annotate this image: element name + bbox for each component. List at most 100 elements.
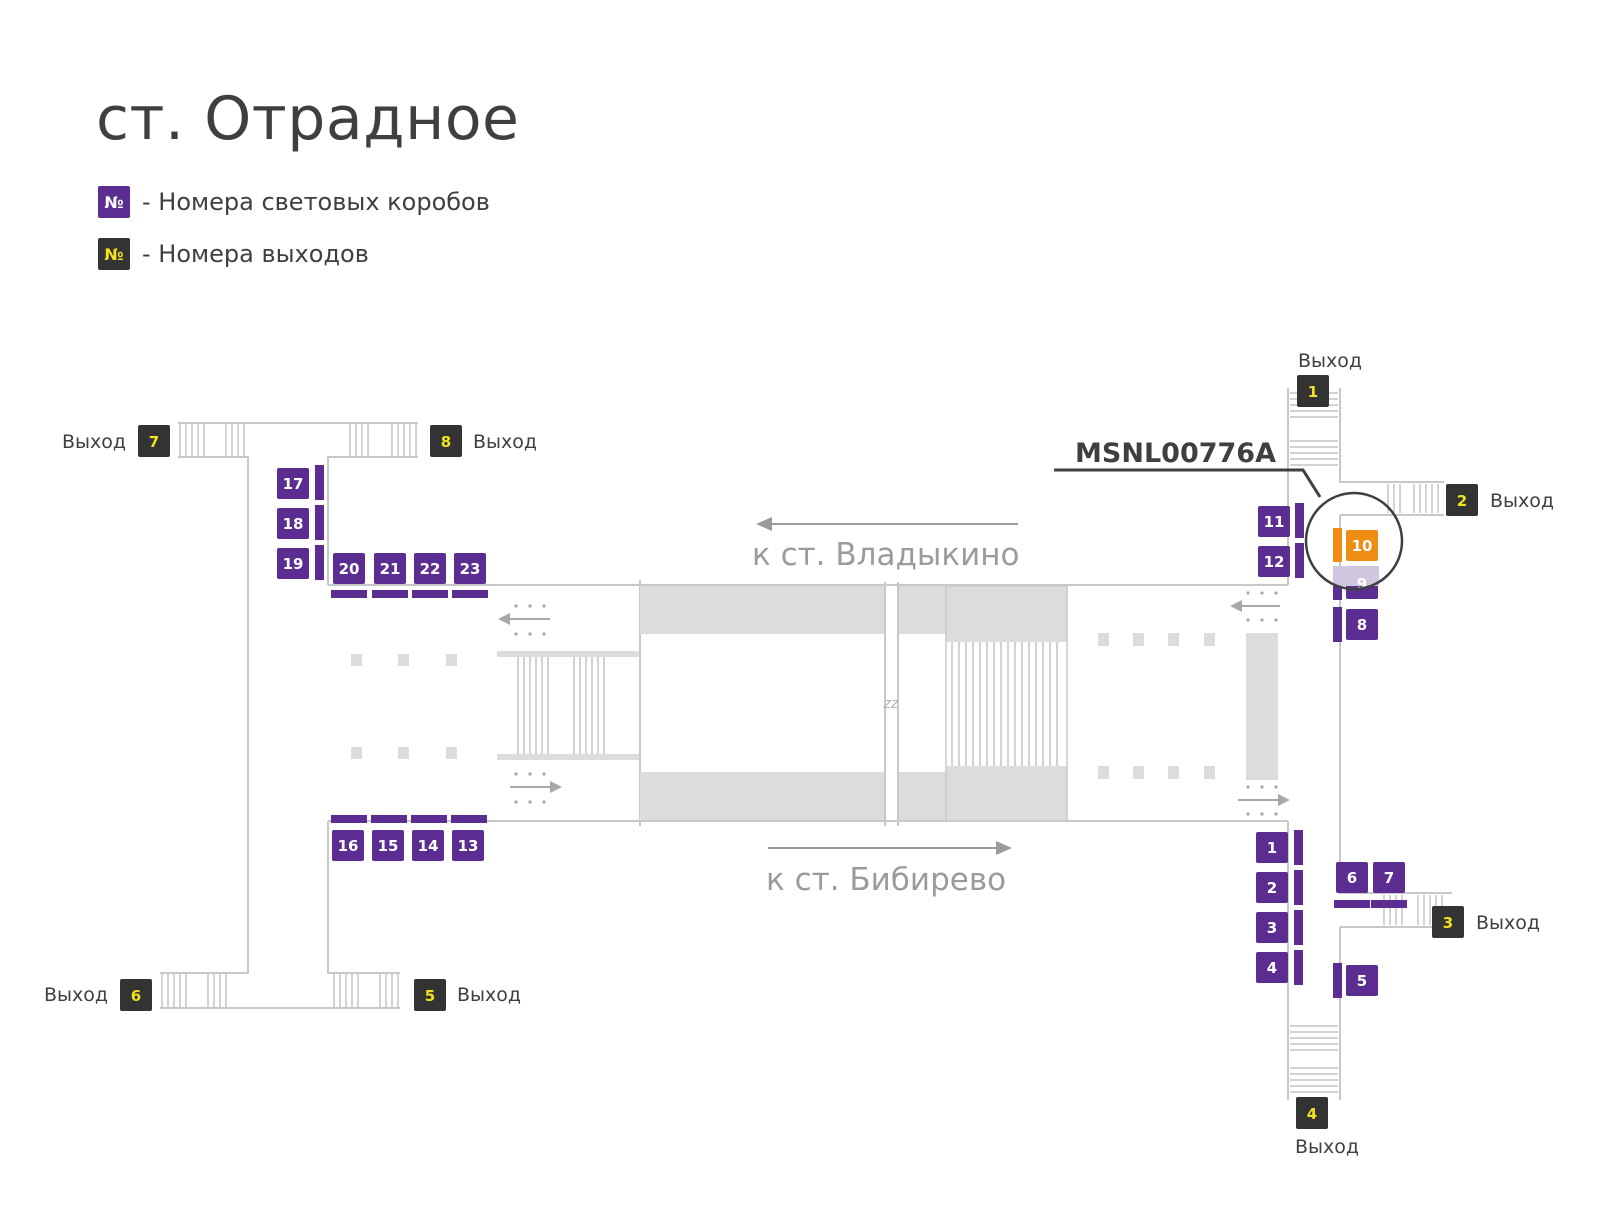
left-vestibule-walls [160, 422, 640, 1009]
svg-text:18: 18 [283, 515, 304, 533]
svg-text:3: 3 [1267, 919, 1277, 937]
exit-8-label: Выход [473, 431, 537, 453]
lightbox-14: 14 [411, 815, 447, 861]
svg-text:22: 22 [420, 560, 441, 578]
arrow-left-icon [756, 517, 772, 531]
direction-south: к ст. Бибирево [766, 841, 1012, 898]
legend-lightbox-label: - Номера световых коробов [142, 188, 490, 216]
exit-2: 2 Выход [1446, 484, 1554, 516]
legend-lightbox-symbol: № [98, 186, 130, 218]
legend-exit-label: - Номера выходов [142, 240, 369, 268]
stairs-exit-8 [349, 423, 417, 457]
lightbox-10-highlighted: 10 [1333, 528, 1378, 562]
lightbox-15: 15 [371, 815, 407, 861]
left-escalator [497, 651, 640, 760]
central-escalator [945, 585, 1068, 822]
exit-7-label: Выход [62, 431, 126, 453]
svg-text:7: 7 [149, 433, 159, 451]
direction-south-label: к ст. Бибирево [766, 862, 1006, 898]
track-break-mark: zz [883, 696, 899, 712]
exit-7: Выход 7 [62, 425, 170, 457]
svg-text:5: 5 [1357, 972, 1367, 990]
right-turnstile-arrows [1230, 591, 1290, 816]
exit-3: 3 Выход [1432, 906, 1540, 938]
stairs-exit-2 [1387, 484, 1439, 513]
lightbox-20: 20 [331, 553, 367, 598]
ad-callout: MSNL00776A [1054, 438, 1404, 591]
svg-text:4: 4 [1267, 959, 1277, 977]
exit-2-label: Выход [1490, 490, 1554, 512]
svg-text:10: 10 [1352, 537, 1373, 555]
svg-text:11: 11 [1264, 513, 1285, 531]
exit-4-label: Выход [1295, 1136, 1359, 1158]
exit-3-label: Выход [1476, 912, 1540, 934]
stairs-exit-5 [333, 973, 399, 1008]
svg-text:23: 23 [460, 560, 481, 578]
lightbox-13: 13 [451, 815, 487, 861]
svg-text:12: 12 [1264, 553, 1285, 571]
exit-8: 8 Выход [430, 425, 537, 457]
svg-text:8: 8 [441, 433, 451, 451]
direction-north-label: к ст. Владыкино [752, 537, 1019, 573]
svg-text:15: 15 [378, 837, 399, 855]
lightbox-6: 6 [1334, 862, 1370, 908]
svg-text:17: 17 [283, 475, 304, 493]
svg-text:21: 21 [380, 560, 401, 578]
right-hall-pillars [1098, 633, 1278, 780]
svg-text:7: 7 [1384, 869, 1394, 887]
exit-4: 4 Выход [1295, 1097, 1359, 1158]
lightbox-22: 22 [412, 553, 448, 598]
svg-text:16: 16 [338, 837, 359, 855]
svg-text:8: 8 [1357, 616, 1367, 634]
lightbox-19: 19 [277, 545, 324, 580]
lightbox-5: 5 [1333, 963, 1378, 998]
svg-text:20: 20 [339, 560, 360, 578]
svg-text:6: 6 [131, 987, 141, 1005]
svg-text:5: 5 [425, 987, 435, 1005]
svg-text:9: 9 [1357, 575, 1367, 593]
lightbox-18: 18 [277, 505, 324, 540]
stairs-exit-4 [1290, 1025, 1338, 1093]
lightbox-9-faded: 9 [1333, 566, 1379, 600]
lightbox-12: 12 [1258, 543, 1304, 578]
svg-text:1: 1 [1267, 839, 1277, 857]
lightbox-2: 2 [1256, 870, 1303, 905]
exit-5-label: Выход [457, 984, 521, 1006]
svg-text:2: 2 [1267, 879, 1277, 897]
lightbox-1: 1 [1256, 830, 1303, 865]
exit-6: Выход 6 [44, 979, 152, 1011]
svg-text:4: 4 [1307, 1105, 1317, 1123]
svg-text:2: 2 [1457, 492, 1467, 510]
stairs-exit-7 [179, 423, 245, 457]
svg-text:1: 1 [1308, 383, 1318, 401]
legend-exit: № - Номера выходов [98, 238, 369, 270]
svg-text:3: 3 [1443, 914, 1453, 932]
lightboxes-left: 17 18 19 20 21 22 23 16 [277, 465, 488, 861]
stairs-exit-6 [161, 973, 227, 1008]
lightbox-8: 8 [1333, 607, 1378, 642]
legend-exit-symbol: № [98, 238, 130, 270]
lightboxes-right: 11 12 10 9 8 1 2 [1256, 503, 1407, 998]
legend-lightbox: № - Номера световых коробов [98, 186, 490, 218]
arrow-right-icon [996, 841, 1012, 855]
lightbox-16: 16 [331, 815, 367, 861]
lightbox-11: 11 [1258, 503, 1304, 538]
highlight-circle [1304, 491, 1404, 591]
lightbox-4: 4 [1256, 950, 1303, 985]
svg-text:13: 13 [458, 837, 479, 855]
lightbox-17: 17 [277, 465, 324, 500]
lightbox-21: 21 [372, 553, 408, 598]
exit-1: Выход 1 [1297, 350, 1362, 407]
lightbox-7: 7 [1371, 862, 1407, 908]
exit-5: 5 Выход [414, 979, 521, 1011]
lightbox-3: 3 [1256, 910, 1303, 945]
page-title: ст. Отрадное [96, 84, 520, 154]
svg-text:14: 14 [418, 837, 439, 855]
svg-text:19: 19 [283, 555, 304, 573]
exit-6-label: Выход [44, 984, 108, 1006]
ad-code-label: MSNL00776A [1075, 438, 1276, 469]
exit-1-label: Выход [1298, 350, 1362, 372]
svg-text:6: 6 [1347, 869, 1357, 887]
lightbox-23: 23 [452, 553, 488, 598]
